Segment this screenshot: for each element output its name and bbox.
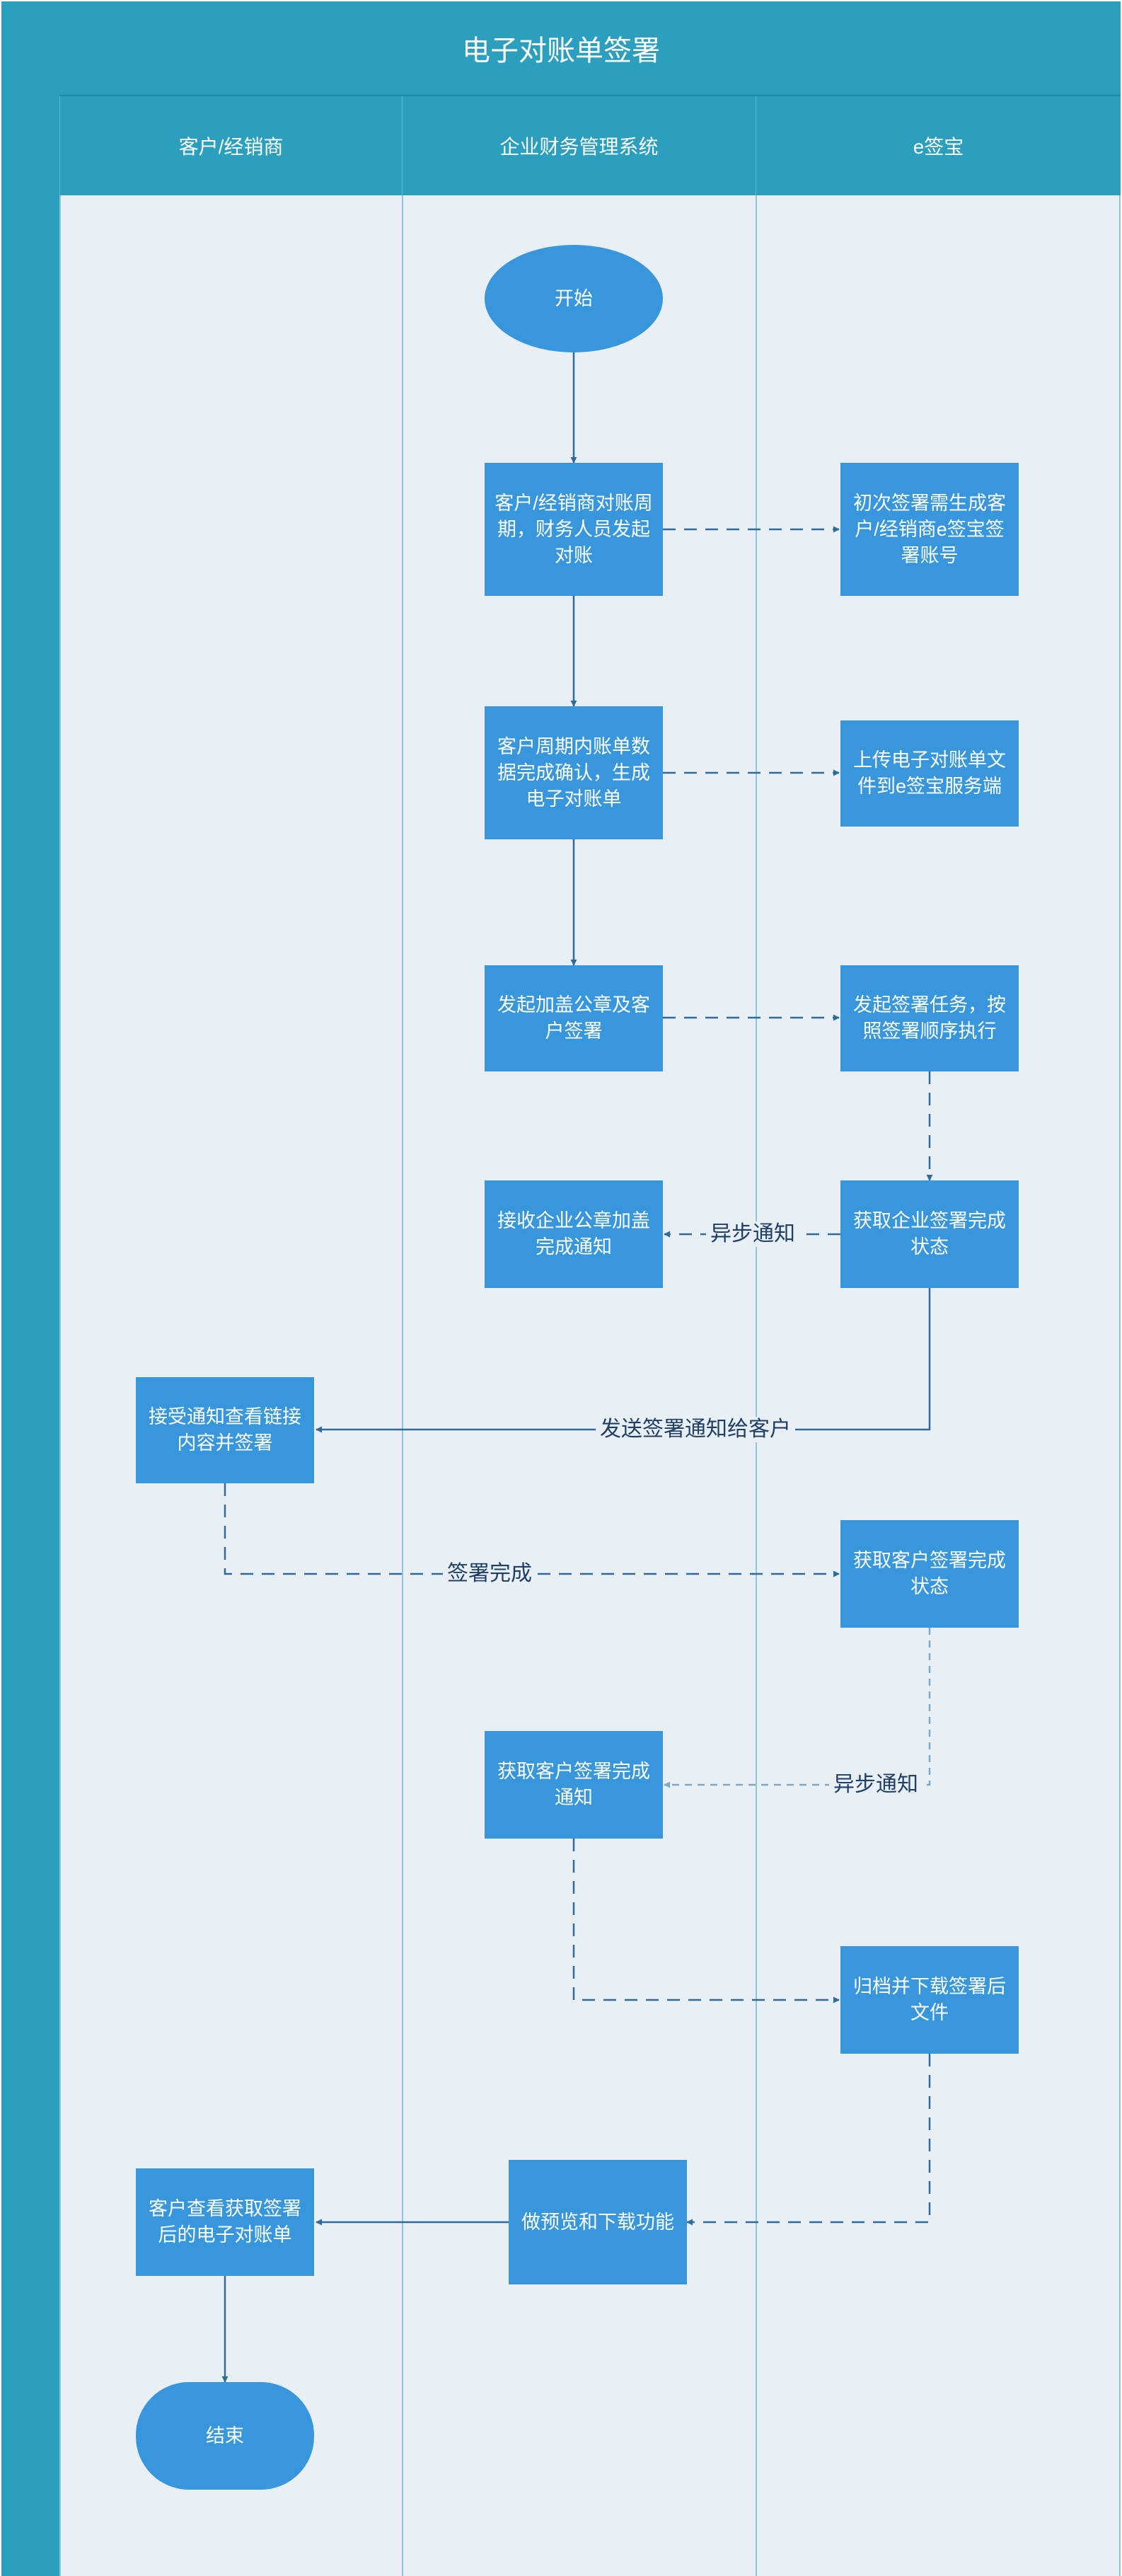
node-customer-sign: 接受通知查看链接内容并签署 bbox=[136, 1377, 314, 1483]
edge-label-async-notice-2: 异步通知 bbox=[829, 1772, 923, 1798]
pool-side-strip bbox=[1, 95, 59, 2576]
node-customer-notice: 获取客户签署完成通知 bbox=[485, 1731, 663, 1839]
node-preview: 做预览和下载功能 bbox=[509, 2160, 687, 2284]
edge-enterprise-status-customer-sign bbox=[316, 1288, 931, 1433]
node-confirm-data: 客户周期内账单数据完成确认，生成电子对账单 bbox=[485, 706, 663, 839]
edge-label-send-notice: 发送签署通知给客户 bbox=[596, 1417, 795, 1442]
diagram-title: 电子对账单签署 bbox=[1, 1, 1121, 96]
edge-label-async-notice-1: 异步通知 bbox=[706, 1221, 799, 1247]
edge-archive-preview bbox=[686, 2054, 931, 2226]
edge-label-signed: 签署完成 bbox=[443, 1561, 536, 1587]
node-create-account: 初次签署需生成客户/经销商e签宝签署账号 bbox=[840, 463, 1019, 596]
lane-header-esign: e签宝 bbox=[756, 96, 1121, 195]
node-sign-task: 发起签署任务，按照签署顺序执行 bbox=[840, 965, 1019, 1071]
lane-header-finance: 企业财务管理系统 bbox=[402, 96, 756, 195]
node-customer-view: 客户查看获取签署后的电子对账单 bbox=[136, 2168, 314, 2276]
node-enterprise-status: 获取企业签署完成状态 bbox=[840, 1180, 1019, 1288]
node-customer-status: 获取客户签署完成状态 bbox=[840, 1520, 1019, 1628]
node-start: 开始 bbox=[485, 245, 663, 352]
node-initiate: 客户/经销商对账周期，财务人员发起对账 bbox=[485, 463, 663, 596]
node-start-sign: 发起加盖公章及客户签署 bbox=[485, 965, 663, 1071]
node-end: 结束 bbox=[136, 2382, 314, 2490]
edge-customer-notice-archive bbox=[572, 1839, 840, 2003]
node-archive: 归档并下载签署后文件 bbox=[840, 1946, 1019, 2054]
node-upload: 上传电子对账单文件到e签宝服务端 bbox=[840, 720, 1019, 827]
edge-customer-sign-customer-status bbox=[224, 1483, 840, 1577]
node-seal-notice: 接收企业公章加盖完成通知 bbox=[485, 1180, 663, 1288]
lane-header-customer: 客户/经销商 bbox=[59, 96, 402, 195]
edge-customer-status-customer-notice bbox=[664, 1628, 931, 1788]
